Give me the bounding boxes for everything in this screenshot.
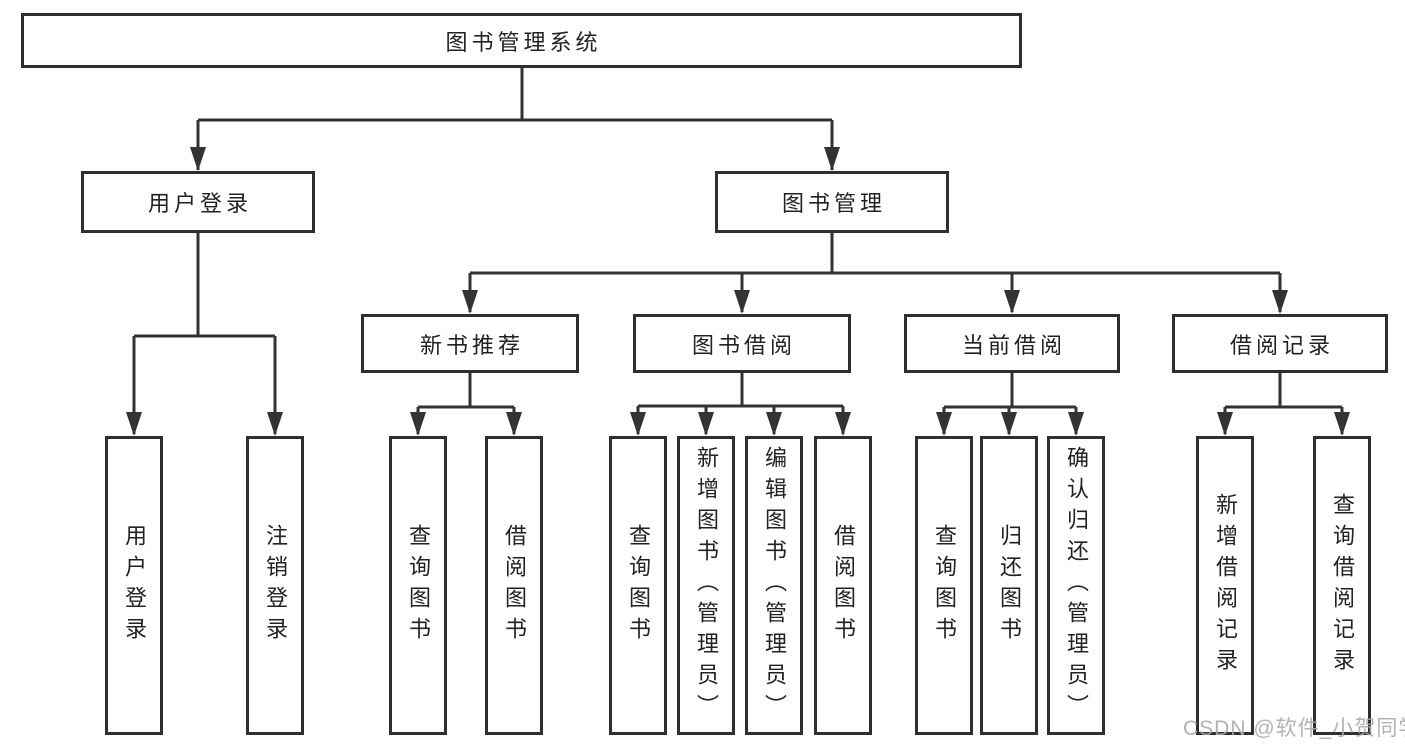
node-book-management: 图书管理: [715, 171, 949, 233]
node-new-book-recommendation: 新书推荐: [361, 314, 579, 373]
node-return-books: 归还图书: [980, 436, 1038, 735]
node-add-book-admin: 新增图书（管理员）: [677, 436, 735, 735]
node-borrow-books-recommend: 借阅图书: [485, 436, 543, 735]
node-edit-book-admin: 编辑图书（管理员）: [745, 436, 803, 735]
node-user-login: 用户登录: [81, 171, 315, 233]
node-query-borrow-record: 查询借阅记录: [1313, 436, 1371, 735]
node-confirm-return-admin: 确认归还（管理员）: [1047, 436, 1105, 735]
node-add-borrow-record: 新增借阅记录: [1196, 436, 1254, 735]
watermark: CSDN @软件_小贺同学: [1183, 717, 1405, 740]
node-root: 图书管理系统: [21, 13, 1022, 68]
node-logout: 注销登录: [246, 436, 304, 735]
node-query-books-current: 查询图书: [915, 436, 973, 735]
arrowheads: [126, 147, 1350, 436]
node-borrow-books: 借阅图书: [814, 436, 872, 735]
node-borrowing-records: 借阅记录: [1172, 314, 1388, 373]
node-current-borrowing: 当前借阅: [904, 314, 1120, 373]
node-query-books-recommend: 查询图书: [389, 436, 447, 735]
node-book-borrowing: 图书借阅: [633, 314, 851, 373]
node-login: 用户登录: [105, 436, 163, 735]
node-query-books-borrow: 查询图书: [609, 436, 667, 735]
